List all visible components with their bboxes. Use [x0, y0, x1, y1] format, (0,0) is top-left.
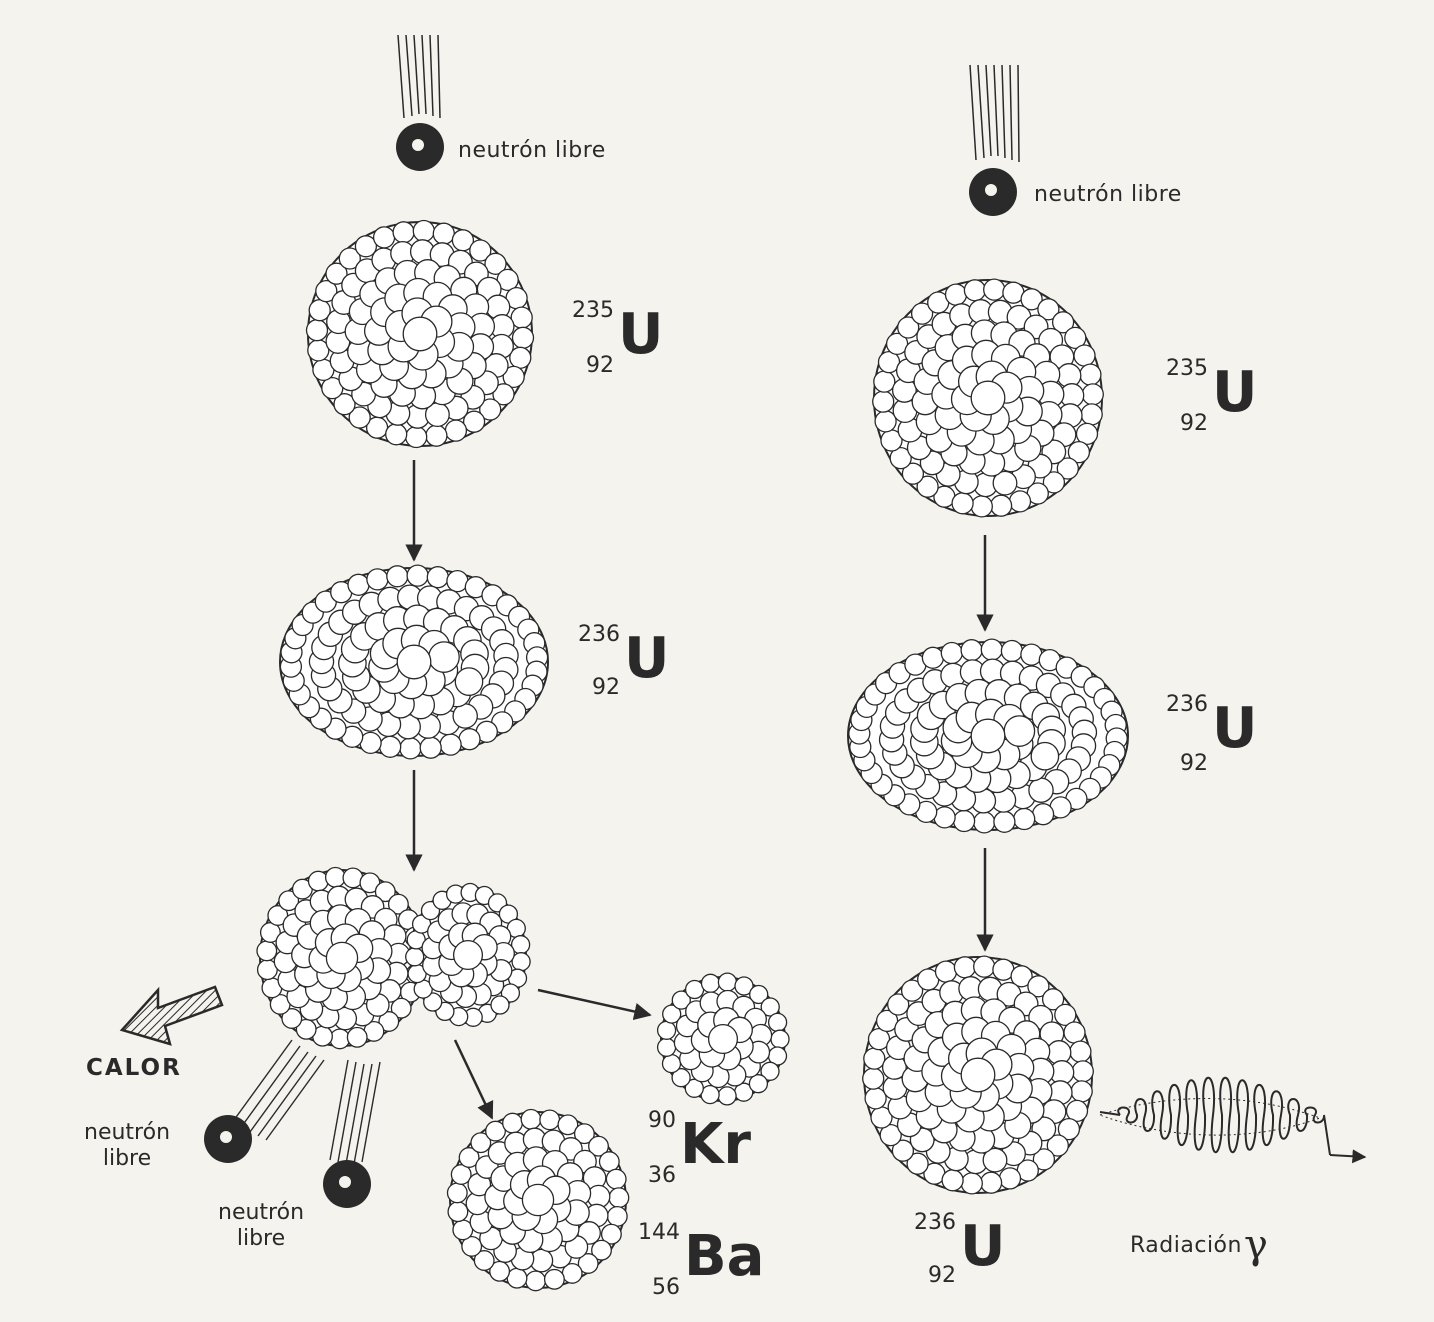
krypton-nucleus	[658, 973, 789, 1105]
mass-number: 235	[572, 298, 614, 323]
atomic-number: 92	[928, 1263, 956, 1288]
left-incoming-neutron-label: neutrón libre	[458, 138, 606, 163]
released-neutron-2-trail	[330, 1060, 380, 1164]
released-neutron-1-label: neutrón libre	[84, 1120, 170, 1172]
heat-arrow	[122, 987, 222, 1044]
atomic-number: 92	[1180, 751, 1208, 776]
element-symbol: Kr	[680, 1110, 751, 1180]
element-symbol: U	[960, 1212, 1005, 1282]
right-u236-final-nucleus	[863, 956, 1094, 1194]
arrow-to-barium	[455, 1040, 492, 1118]
atomic-number: 92	[586, 353, 614, 378]
right-incoming-neutron	[969, 168, 1017, 216]
left-incoming-neutron-trail	[398, 35, 440, 118]
atomic-number: 56	[652, 1275, 680, 1300]
element-symbol: Ba	[684, 1222, 764, 1292]
right-u236-excited-nucleus	[848, 639, 1128, 833]
label-line: neutrón	[84, 1120, 170, 1146]
released-neutron-1	[204, 1115, 252, 1163]
element-symbol: U	[1212, 358, 1257, 428]
arrow-to-krypton	[538, 990, 650, 1015]
left-incoming-neutron	[396, 123, 444, 171]
mass-number: 236	[1166, 692, 1208, 717]
gamma-symbol: γ	[1244, 1222, 1268, 1268]
gamma-radiation-label: Radiaciónγ	[1130, 1222, 1268, 1268]
mass-number: 236	[578, 622, 620, 647]
left-fission-fragment-small	[406, 884, 530, 1027]
released-neutron-2	[323, 1160, 371, 1208]
left-u236-nucleus	[280, 565, 548, 759]
left-fission-fragment-large	[257, 868, 427, 1049]
atomic-number: 36	[648, 1163, 676, 1188]
atomic-number: 92	[592, 675, 620, 700]
heat-label: CALOR	[86, 1055, 182, 1081]
mass-number: 235	[1166, 356, 1208, 381]
mass-number: 144	[638, 1220, 680, 1245]
label-line: libre	[218, 1226, 304, 1252]
left-u235-nucleus	[307, 221, 534, 448]
label-line: libre	[84, 1146, 170, 1172]
element-symbol: U	[618, 300, 663, 370]
mass-number: 90	[648, 1108, 676, 1133]
released-neutron-1-trail	[234, 1040, 324, 1140]
atomic-number: 92	[1180, 411, 1208, 436]
gamma-wave	[1100, 1078, 1365, 1157]
released-neutron-2-label: neutrón libre	[218, 1200, 304, 1252]
gamma-label-text: Radiación	[1130, 1233, 1242, 1258]
barium-nucleus	[448, 1110, 629, 1291]
mass-number: 236	[914, 1210, 956, 1235]
right-incoming-neutron-trail	[970, 65, 1019, 162]
element-symbol: U	[624, 624, 669, 694]
label-line: neutrón	[218, 1200, 304, 1226]
right-incoming-neutron-label: neutrón libre	[1034, 182, 1182, 207]
element-symbol: U	[1212, 694, 1257, 764]
right-u235-nucleus	[873, 279, 1104, 517]
